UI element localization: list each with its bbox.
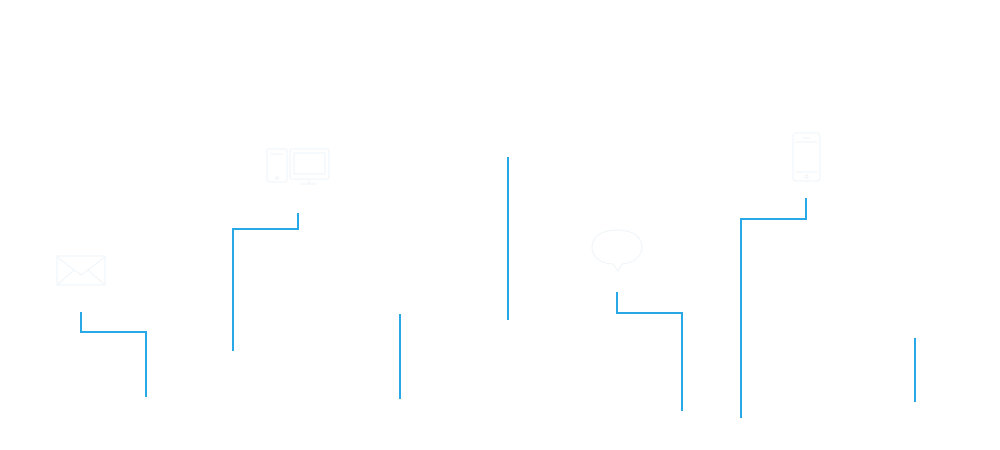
smartphone-icon bbox=[792, 132, 821, 182]
tablet-and-monitor-icon bbox=[266, 148, 330, 185]
connector-envelope bbox=[80, 312, 147, 397]
connector-chat bbox=[616, 292, 683, 411]
envelope-icon bbox=[56, 255, 106, 286]
connector-smartphone bbox=[740, 198, 807, 418]
connector-devices bbox=[232, 213, 299, 351]
chat-bubble-icon bbox=[591, 229, 643, 272]
